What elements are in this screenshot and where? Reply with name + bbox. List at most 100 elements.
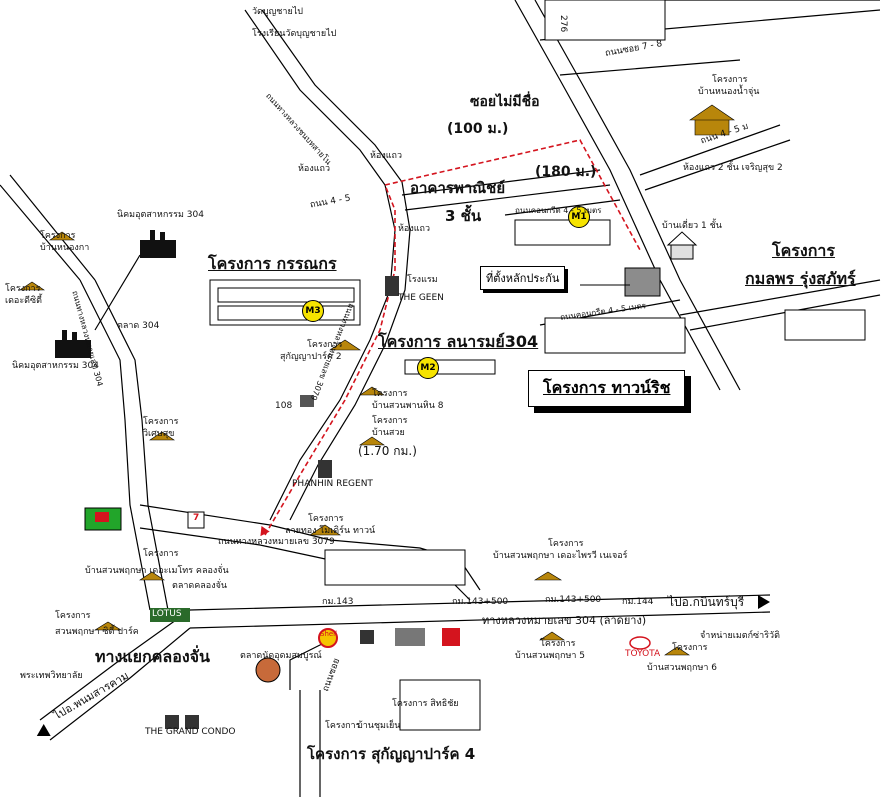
- label-pump: จำหน่ายเมตก์ซ่าริวัติ: [700, 631, 780, 641]
- road-main-left-edge: [244, 9, 396, 521]
- label-soi-no-name: ซอยไม่มีชื่อ: [470, 94, 540, 110]
- phanhin-icon: [318, 460, 332, 478]
- block-kamolpot: [784, 309, 866, 341]
- label-the-geen: THE GEEN: [398, 293, 444, 303]
- label-phanom-school: พระเทพวิทยาลัย: [20, 671, 83, 681]
- label-dist-170: (1.70 กม.): [358, 444, 417, 458]
- label-s6-1: โครงการ: [672, 643, 708, 653]
- bank-icon: [442, 628, 460, 646]
- shell-icon: [318, 628, 338, 648]
- highway-304-top: [189, 594, 771, 611]
- label-108: 108: [275, 401, 293, 411]
- label-toyota: TOYOTA: [625, 649, 661, 659]
- road-right-2: [534, 0, 741, 391]
- collateral-site: [624, 267, 661, 297]
- label-sph-1: โครงการ: [372, 389, 408, 399]
- label-bn-1: โครงการ: [40, 231, 76, 241]
- label-dist-180: (180 ม.): [535, 164, 597, 180]
- label-industrial-top: นิคมอุตสาหกรรม 304: [117, 210, 204, 220]
- icon-box-b: [395, 628, 425, 646]
- building-108-icon: [300, 395, 314, 407]
- project-kamolpot-1: โครงการ: [772, 241, 835, 260]
- market-icon: [255, 657, 281, 683]
- block-m1: [514, 219, 611, 246]
- label-khlong-junction: ทางแยกคลองจั่น: [95, 647, 210, 666]
- road-soi-2: [404, 184, 611, 211]
- marker-m3[interactable]: M3: [302, 300, 324, 322]
- project-kamolpot-2: กมลพร รุ่งสภัทร์: [745, 269, 856, 288]
- label-sph-2: บ้านสวนพานหิน 8: [372, 401, 444, 411]
- label-bs-2: บ้านสวย: [372, 428, 405, 438]
- label-sc-1: โครงการ: [55, 611, 91, 621]
- label-s5-2: บ้านสวนพฤกษา 5: [515, 651, 586, 661]
- label-bn-2: บ้านหนองกา: [40, 243, 90, 253]
- highway-left-top: [39, 609, 191, 721]
- marker-m2[interactable]: M2: [417, 357, 439, 379]
- block-sittichok: [399, 679, 481, 731]
- label-nat-2: บ้านสวนพฤกษา เดอะไพรวี เนเจอร์: [493, 551, 628, 561]
- label-nnc-2: บ้านหนองน้ำจุ่น: [698, 87, 760, 97]
- label-site: ที่ตั้งหลักประกัน: [480, 266, 566, 290]
- block-top-grid: [544, 0, 666, 41]
- label-shell: Shell: [320, 630, 338, 638]
- label-town-house: ห้องแถว 2 ชั้น เจริญสุข 2: [683, 163, 783, 173]
- label-sc-2: สวนพฤกษา ซิตี้ ปาร์ค: [55, 627, 139, 637]
- toyota-icon: [629, 636, 651, 650]
- label-metro-1: โครงการ: [143, 549, 179, 559]
- label-road-soi-b: ถนนคอนกรีต 4 - 5 เมตร: [515, 206, 602, 215]
- arrow-right-icon: [758, 595, 770, 609]
- road-soi-3: [504, 199, 621, 216]
- label-market-304: ตลาด 304: [117, 321, 160, 331]
- label-single-house: บ้านเดี่ยว 1 ชั้น: [662, 221, 722, 231]
- label-industrial-left: นิคมอุตสาหกรรม 304: [12, 361, 99, 371]
- project-town-rich: โครงการ ทาวน์ริช: [528, 370, 686, 407]
- project-sukanya4: โครงการ สุกัญญาปาร์ค 4: [307, 745, 476, 763]
- block-kanok-row2: [217, 305, 355, 321]
- label-cy-2: บ้านชุมเย็น: [357, 721, 401, 731]
- road-right-h2: [644, 139, 791, 191]
- road-left-1: [79, 279, 151, 611]
- marker-m1[interactable]: M1: [568, 206, 590, 228]
- factory-top: [140, 240, 176, 258]
- label-mt-1: โครงการ: [308, 514, 344, 524]
- label-bs-1: โครงการ: [372, 416, 408, 426]
- seven-eleven-icon: [187, 511, 205, 529]
- road-soi-1: [401, 169, 601, 196]
- label-ws-2: วิเศษสุข: [143, 429, 175, 439]
- label-dcity-1: โครงการ: [5, 284, 41, 294]
- road-left-up: [0, 184, 81, 281]
- label-commercial-1: อาคารพาณิชย์: [410, 179, 506, 197]
- label-wat-2: โรงเรียนวัดบุญชายไป: [252, 29, 337, 39]
- road-to-factory: [94, 254, 141, 331]
- factory-icons: [55, 230, 176, 358]
- label-sk2-2: สุกัญญาปาร์ค 2: [280, 352, 342, 362]
- lotus-icon: [150, 608, 190, 622]
- label-cy-1: โครงการ: [325, 721, 361, 731]
- label-sk2-1: โครงการ: [307, 340, 343, 350]
- label-room-a: ห้องแถว: [370, 151, 403, 161]
- label-metro-2: บ้านสวนพฤกษา เดอะเมโทร คลองจั่น: [85, 566, 229, 576]
- label-km143-500a: กม.143+500: [452, 597, 509, 607]
- road-right-h4: [679, 279, 881, 316]
- road-right-h1: [639, 124, 781, 176]
- road-left-up-2: [9, 174, 96, 281]
- label-market-khlong: ตลาดคลองจั่น: [172, 581, 228, 591]
- road-main-right-edge: [261, 9, 411, 521]
- highway-304-bottom: [189, 611, 771, 629]
- road-bottom-vertical: [299, 690, 321, 797]
- condo-icon-1: [165, 715, 179, 729]
- label-mt-2: ลายทอง โมเดิร์น ทาวน์: [285, 526, 376, 536]
- label-s5-1: โครงการ: [540, 639, 576, 649]
- label-km143: กม.143: [322, 597, 354, 607]
- label-market-samboon: ตลาดนัดอุดมสมบูรณ์: [240, 651, 322, 661]
- label-room-b: ห้องแถว: [298, 164, 331, 174]
- label-km144: กม.144: [622, 597, 654, 607]
- road-right-1: [514, 0, 721, 391]
- project-kanok: โครงการ กรรณกร: [208, 254, 337, 273]
- label-seven: 7: [193, 513, 200, 523]
- label-ws-1: โครงการ: [143, 417, 179, 427]
- label-nnc-1: โครงการ: [712, 75, 748, 85]
- highway-left-bottom: [49, 627, 191, 741]
